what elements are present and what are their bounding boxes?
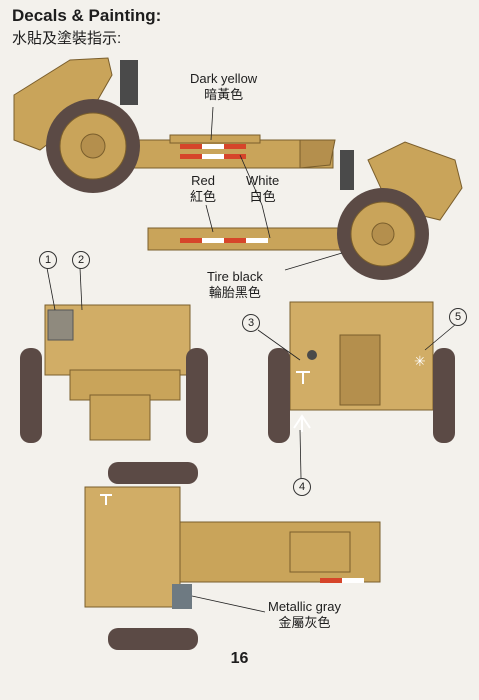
label-red: Red 紅色 — [190, 173, 216, 205]
label-metallic-gray: Metallic gray 金屬灰色 — [268, 599, 341, 631]
breech-part — [120, 60, 138, 105]
label-metallic-gray-en: Metallic gray — [268, 599, 341, 614]
svg-text:✳: ✳ — [414, 354, 426, 370]
label-white-zh: 白色 — [249, 189, 276, 204]
label-dark-yellow: Dark yellow 暗黃色 — [190, 71, 257, 103]
front-view: ✳ — [268, 301, 455, 443]
label-red-en: Red — [191, 173, 215, 188]
label-white: White 白色 — [246, 173, 279, 205]
side-view-top — [13, 57, 336, 193]
label-red-zh: 紅色 — [190, 189, 217, 204]
label-dark-yellow-en: Dark yellow — [190, 71, 258, 86]
callout-4: 4 — [293, 478, 311, 496]
label-tire-black: Tire black 輪胎黑色 — [207, 269, 263, 301]
callout-1: 1 — [39, 251, 57, 269]
page-title: Decals & Painting: — [12, 6, 162, 25]
callout-3: 3 — [242, 314, 260, 332]
callout-2: 2 — [72, 251, 90, 269]
callout-5: 5 — [449, 308, 467, 326]
page-subtitle: 水貼及塗裝指示: — [12, 30, 122, 47]
label-white-en: White — [246, 173, 280, 188]
label-metallic-gray-zh: 金屬灰色 — [278, 615, 331, 630]
page-number: 16 — [230, 650, 249, 667]
top-view — [84, 462, 381, 650]
label-tire-black-zh: 輪胎黑色 — [208, 285, 261, 300]
label-dark-yellow-zh: 暗黃色 — [204, 87, 244, 102]
metallic-gray-part — [172, 584, 192, 609]
label-tire-black-en: Tire black — [207, 269, 263, 284]
rear-view — [20, 304, 208, 443]
side-view-bottom — [147, 141, 463, 280]
